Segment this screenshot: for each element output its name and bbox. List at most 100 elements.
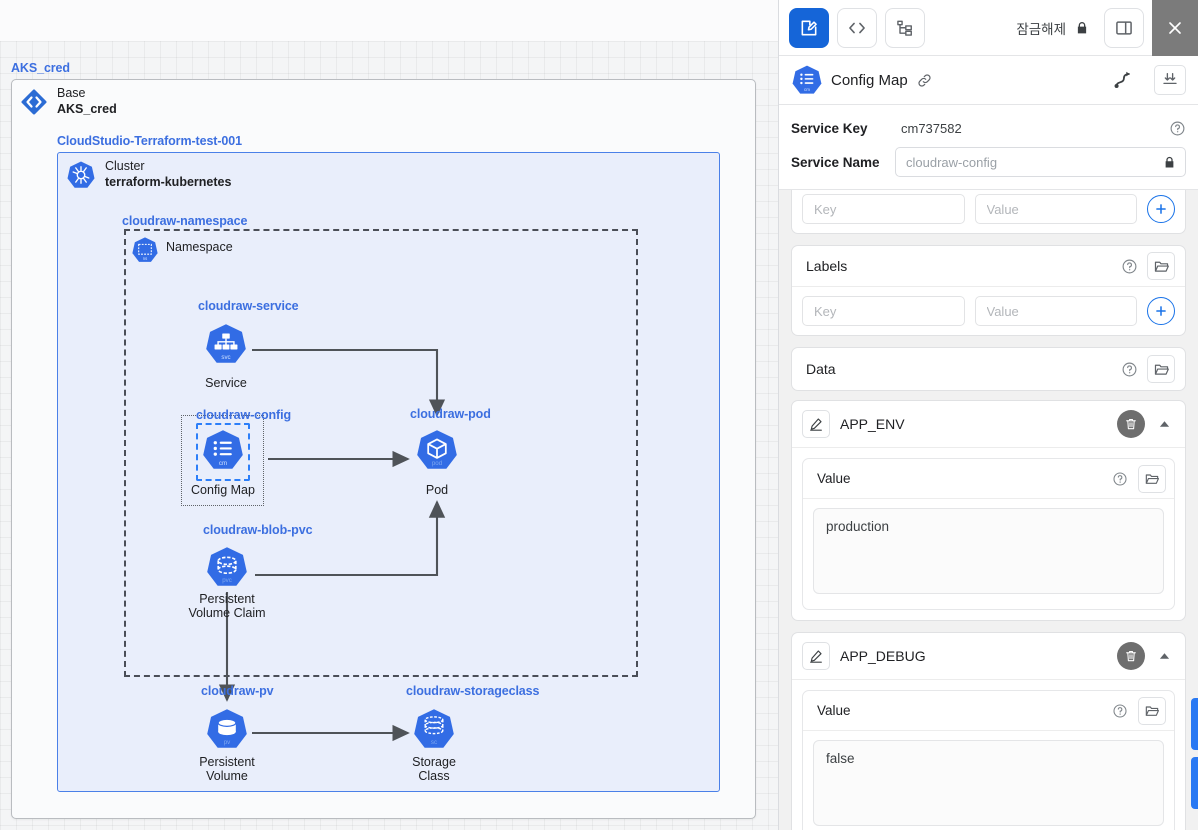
lock-closed-icon[interactable] [1162, 155, 1177, 170]
service-key-value: cm737582 [901, 120, 962, 136]
node-group-label-pod: cloudraw-pod [410, 407, 491, 421]
caret-up-icon[interactable] [1155, 652, 1173, 660]
help-circle-icon[interactable] [1117, 357, 1141, 381]
cluster-node-header[interactable]: Cluster terraform-kubernetes [66, 159, 231, 190]
annotation-value-input[interactable] [984, 200, 1127, 218]
svg-text:ns: ns [143, 256, 147, 261]
cluster-node-type: Cluster [105, 159, 145, 173]
labels-section-header: Labels [792, 246, 1185, 287]
code-brackets-icon[interactable] [837, 7, 877, 48]
label-value-input[interactable] [984, 302, 1127, 320]
panel-toolbar: 잠금해제 [779, 0, 1198, 56]
annotation-add-button[interactable] [1147, 195, 1175, 223]
panel-header: cm Config Map [779, 56, 1198, 105]
node-caption-service: Service [205, 376, 247, 390]
data-entry-key: APP_ENV [840, 416, 905, 432]
k8s-service-icon[interactable]: svc [204, 322, 248, 366]
data-entry-value-label: Value [817, 703, 851, 718]
k8s-pv-icon[interactable]: pv [205, 707, 249, 751]
lock-status[interactable]: 잠금해제 [1016, 18, 1090, 38]
cluster-group-container[interactable] [57, 152, 720, 792]
base-diamond-icon [20, 88, 48, 116]
kubernetes-cluster-icon [66, 160, 96, 190]
download-all-icon[interactable] [1154, 65, 1186, 95]
base-node-type: Base [57, 86, 86, 100]
diagram-canvas[interactable]: AKS_cred Base AKS_cred CloudStudio-Terra… [0, 0, 778, 830]
k8s-pvc-icon[interactable]: pvc [205, 545, 249, 589]
folder-open-icon[interactable] [1138, 696, 1166, 725]
base-node-header[interactable]: Base AKS_cred [20, 86, 117, 117]
split-panel-icon[interactable] [1104, 7, 1144, 48]
edge-tab-upper[interactable] [1191, 698, 1198, 750]
service-key-row: Service Key cm737582 [791, 111, 1186, 145]
data-entry-header: APP_ENV [792, 401, 1185, 448]
data-entry-value-label: Value [817, 471, 851, 486]
help-circle-icon[interactable] [1169, 120, 1186, 137]
data-entry-value-textarea[interactable]: false [813, 740, 1164, 826]
k8s-configmap-icon: cm [791, 64, 823, 96]
namespace-group-container[interactable] [124, 229, 638, 677]
node-group-label-service: cloudraw-service [198, 299, 299, 313]
data-entry-value-card: Value [802, 690, 1175, 830]
k8s-pod-icon[interactable]: pod [415, 428, 459, 472]
panel-field-group: Service Key cm737582 Service Name [779, 105, 1198, 190]
configmap-selection-box[interactable] [181, 415, 264, 506]
k8s-configmap-icon[interactable]: cm [201, 428, 245, 472]
annotation-key-input-wrapper[interactable] [802, 194, 965, 224]
trash-delete-icon[interactable] [1117, 642, 1145, 670]
node-caption-configmap: Config Map [191, 483, 255, 497]
node-group-label-pv: cloudraw-pv [201, 684, 274, 698]
configmap-selection-outline [196, 423, 250, 481]
labels-section: Labels [791, 245, 1186, 336]
data-entry-value-textarea[interactable]: production [813, 508, 1164, 594]
folder-open-icon[interactable] [1138, 464, 1166, 493]
close-x-icon[interactable] [1152, 0, 1198, 56]
service-name-input-wrapper[interactable] [895, 147, 1186, 177]
tree-hierarchy-icon[interactable] [885, 7, 925, 48]
lock-closed-icon[interactable] [1074, 20, 1090, 36]
service-name-input[interactable] [904, 153, 1156, 171]
label-add-button[interactable] [1147, 297, 1175, 325]
annotations-section-partial [791, 190, 1186, 234]
link-chain-icon[interactable] [916, 72, 933, 89]
folder-open-icon[interactable] [1147, 252, 1175, 280]
data-entry-value-header: Value [803, 691, 1174, 731]
panel-title-text: Config Map [831, 71, 908, 89]
data-entry: APP_DEBUG Value [791, 632, 1186, 830]
node-caption-namespace: Namespace [166, 240, 233, 254]
properties-panel: 잠금해제 [778, 0, 1198, 830]
node-caption-storageclass: Storage Class [412, 755, 456, 784]
node-group-label-storageclass: cloudraw-storageclass [406, 684, 540, 698]
data-entry-value-card: Value [802, 458, 1175, 610]
data-section: Data [791, 347, 1186, 391]
pencil-edit-icon[interactable] [802, 642, 830, 670]
annotation-value-input-wrapper[interactable] [974, 194, 1137, 224]
k8s-namespace-icon[interactable]: ns [131, 236, 159, 264]
pencil-edit-icon[interactable] [802, 410, 830, 438]
svg-text:svc: svc [221, 354, 230, 361]
caret-up-icon[interactable] [1155, 420, 1173, 428]
connection-flow-icon[interactable] [1112, 69, 1134, 91]
trash-delete-icon[interactable] [1117, 410, 1145, 438]
annotation-kv-row [792, 190, 1185, 233]
label-value-input-wrapper[interactable] [974, 296, 1137, 326]
panel-scroll-body[interactable]: Labels [779, 190, 1198, 830]
data-entry-value-header: Value [803, 459, 1174, 499]
edge-tab-lower[interactable] [1191, 757, 1198, 809]
k8s-storageclass-icon[interactable]: sc [412, 707, 456, 751]
labels-section-title: Labels [806, 258, 848, 274]
data-entry-value-body: false [803, 731, 1174, 830]
edit-document-icon[interactable] [789, 7, 829, 48]
service-key-label: Service Key [791, 120, 868, 136]
node-caption-pod: Pod [425, 483, 449, 497]
help-circle-icon[interactable] [1108, 699, 1132, 723]
annotation-key-input[interactable] [812, 200, 955, 218]
label-key-input[interactable] [812, 302, 955, 320]
help-circle-icon[interactable] [1117, 254, 1141, 278]
svg-text:pv: pv [224, 739, 231, 746]
label-key-input-wrapper[interactable] [802, 296, 965, 326]
folder-open-icon[interactable] [1147, 355, 1175, 383]
svg-text:pod: pod [432, 460, 443, 467]
help-circle-icon[interactable] [1108, 467, 1132, 491]
data-entry: APP_ENV Value [791, 400, 1186, 621]
